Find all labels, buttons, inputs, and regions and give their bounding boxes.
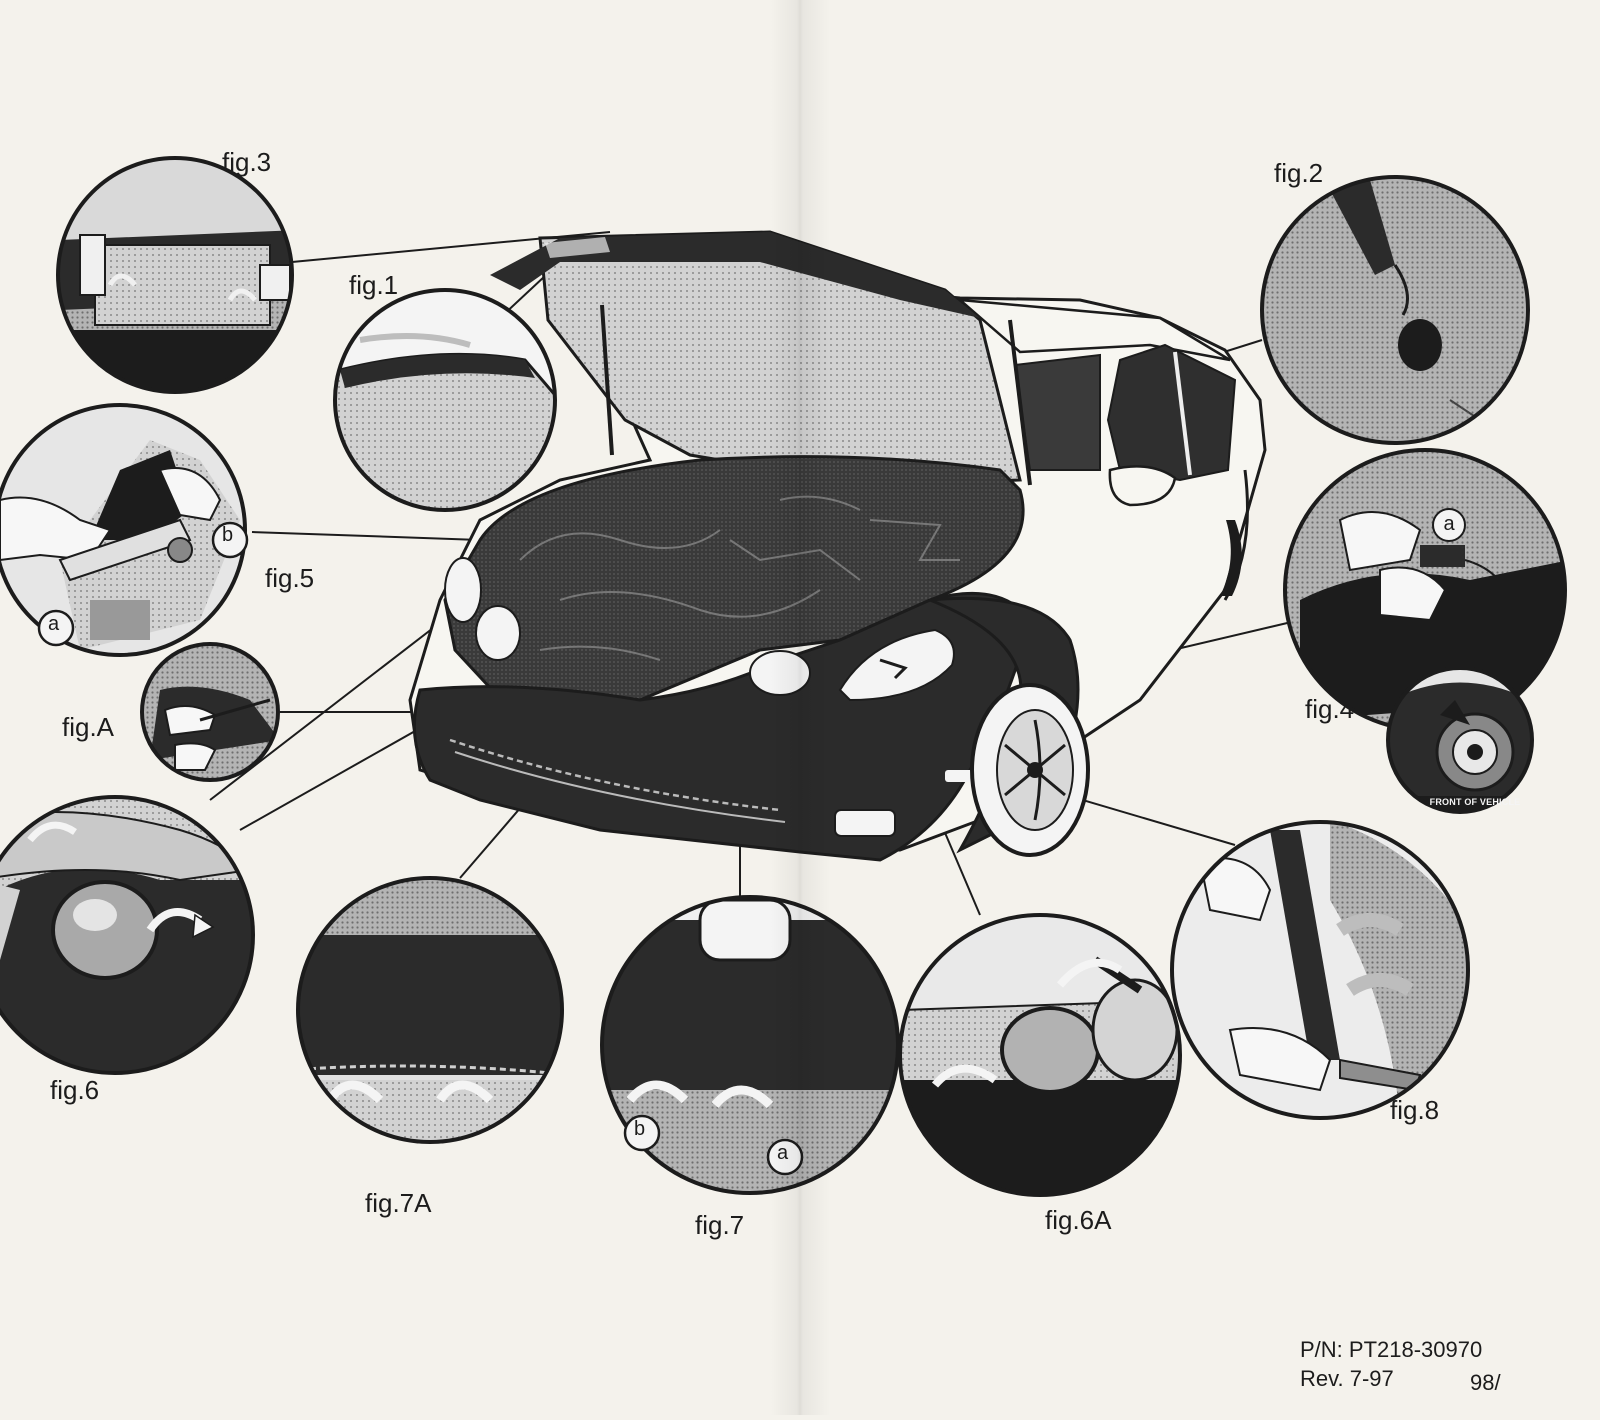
callout-a-fig5: a	[48, 613, 60, 635]
car-illustration	[408, 230, 1267, 862]
callout-b-fig7: b	[634, 1118, 646, 1140]
part-number: P/N: PT218-30970	[1300, 1337, 1483, 1362]
figA-label: fig.A	[62, 712, 115, 742]
fig7-label: fig.7	[695, 1210, 745, 1240]
fig3-label: fig.3	[222, 147, 272, 177]
fig2-inset	[1260, 175, 1530, 445]
fig6A-inset	[898, 913, 1182, 1197]
fig3-inset	[56, 156, 294, 394]
fig1-label: fig.1	[349, 270, 399, 300]
fig7-inset	[600, 895, 900, 1195]
fig8-label: fig.8	[1390, 1095, 1440, 1125]
fig6-label: fig.6	[50, 1075, 100, 1105]
fig4-wheel-inset	[1386, 666, 1534, 814]
fig7A-inset	[296, 876, 564, 1144]
fig4-label: fig.4	[1305, 694, 1355, 724]
revision: Rev. 7-97	[1300, 1366, 1394, 1391]
callout-a-fig7: a	[777, 1142, 789, 1164]
front-of-vehicle-label: FRONT OF VEHICLE	[1429, 797, 1521, 807]
callout-b-fig5: b	[222, 524, 234, 546]
figA-inset	[140, 642, 280, 782]
fig5-inset	[0, 403, 249, 657]
fig7A-label: fig.7A	[365, 1188, 432, 1218]
fig2-label: fig.2	[1274, 158, 1324, 188]
fig6A-label: fig.6A	[1045, 1205, 1112, 1235]
fig5-label: fig.5	[265, 563, 315, 593]
callout-a-fig4: a	[1432, 508, 1466, 542]
fig8-inset	[1170, 820, 1470, 1120]
page-mark: 98/	[1470, 1370, 1501, 1395]
fig6-inset	[0, 795, 255, 1075]
fig1-inset	[333, 288, 557, 512]
